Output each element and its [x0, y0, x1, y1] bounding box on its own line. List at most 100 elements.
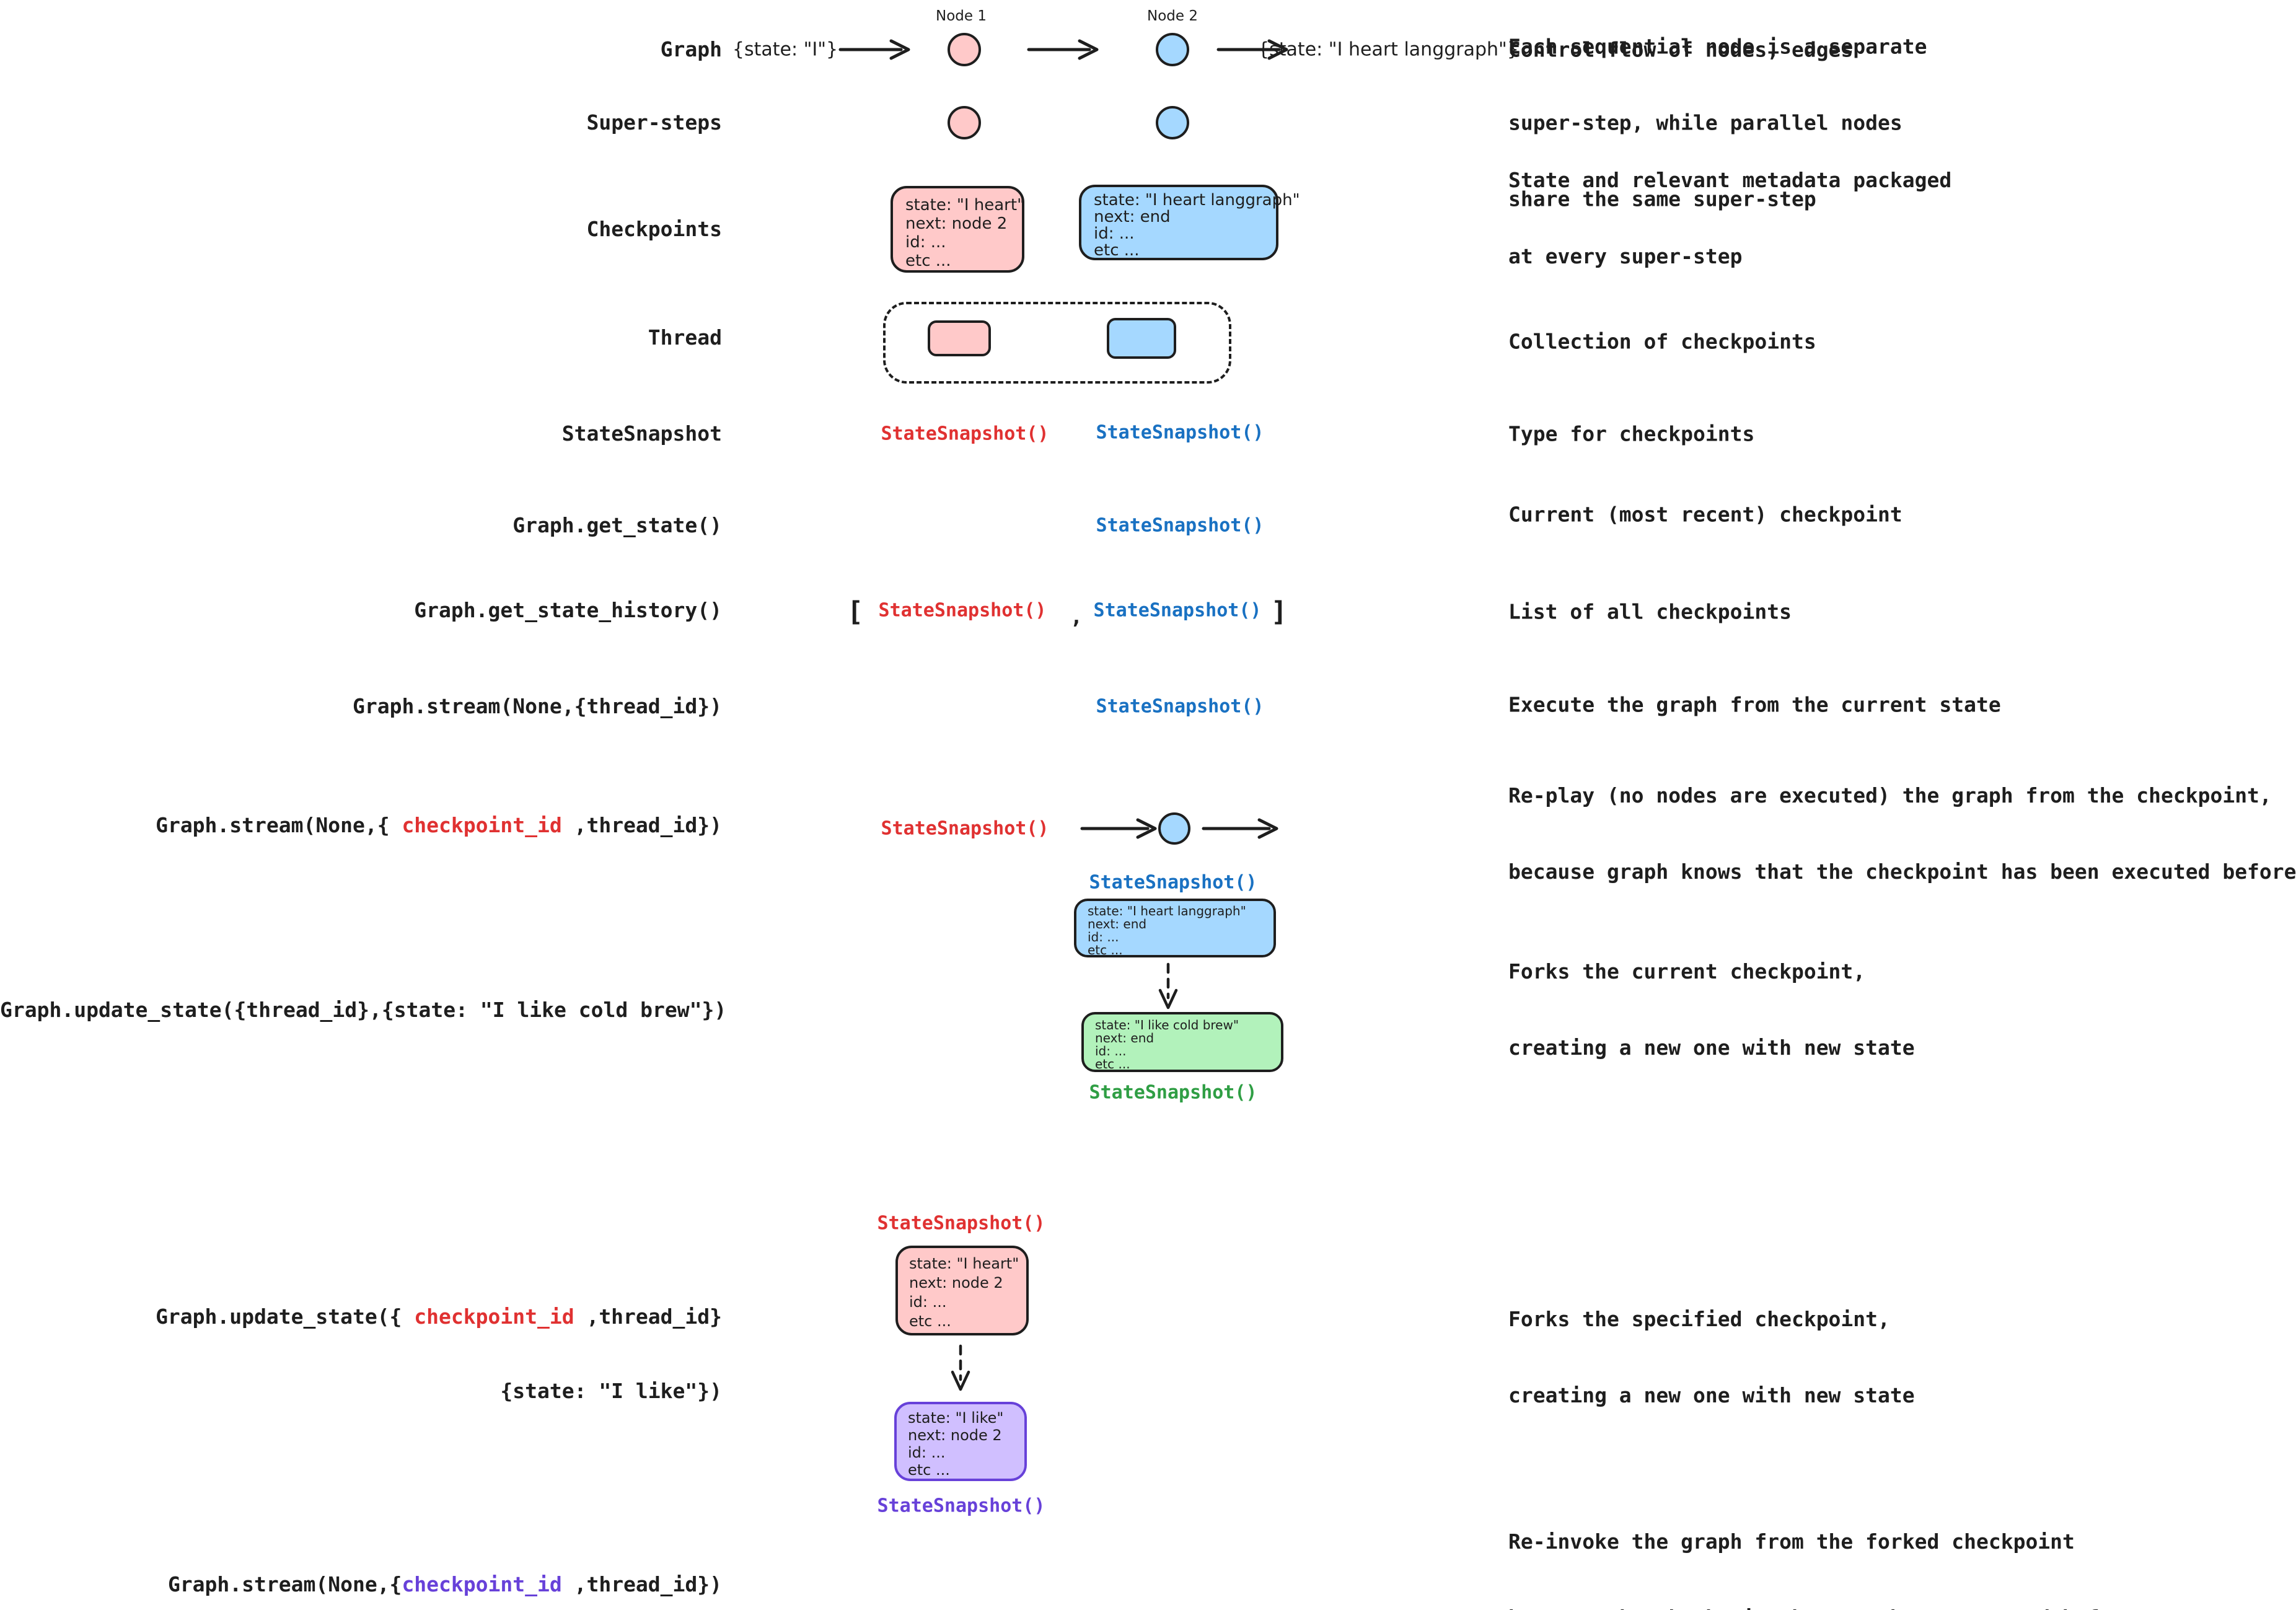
label-get-state: Graph.get_state()	[512, 513, 722, 537]
checkpoint-id-highlight: checkpoint_id	[402, 813, 562, 837]
node1-circle	[948, 33, 981, 66]
label-part: ,thread_id})	[561, 1572, 722, 1596]
box-line: etc ...	[905, 252, 951, 270]
desc-get-state-history: List of all checkpoints	[1508, 599, 1792, 624]
specified-pink-box: state: "I heart" next: node 2 id: ... et…	[895, 1246, 1029, 1335]
label-stream-checkpoint-id: Graph.stream(None,{ checkpoint_id ,threa…	[0, 813, 722, 838]
label-statesnapshot: StateSnapshot	[561, 421, 722, 446]
desc-line: at every super-step	[1508, 244, 1743, 268]
label-update-state-checkpoint: Graph.update_state({ checkpoint_id ,thre…	[0, 1255, 722, 1453]
node2-label: Node 2	[1147, 8, 1198, 24]
box-line: next: end	[1094, 208, 1171, 226]
thread-dashed-frame	[883, 302, 1231, 384]
statesnapshot-call-red: StateSnapshot()	[881, 423, 1049, 445]
desc-line: creating a new one with new state	[1508, 1036, 1915, 1060]
box-line: id: ...	[1088, 930, 1119, 944]
checkpoint-blue-box: state: "I heart langgraph" next: end id:…	[1079, 185, 1300, 260]
label-line-2: {state: "I like"})	[500, 1379, 722, 1403]
desc-line: Re-play (no nodes are executed) the grap…	[1508, 783, 2272, 807]
desc-line: creating a new one with new state	[1508, 1383, 1915, 1407]
label-line-1: Graph.update_state({ checkpoint_id ,thre…	[0, 1304, 722, 1329]
label-checkpoints: Checkpoints	[586, 217, 722, 241]
box-line: state: "I heart"	[909, 1255, 1019, 1272]
desc-replay: Re-play (no nodes are executed) the grap…	[1508, 732, 2296, 935]
label-part: Graph.stream(None,{	[156, 813, 402, 837]
label-get-state-history: Graph.get_state_history()	[414, 598, 722, 622]
box-line: state: "I heart langgraph"	[1088, 904, 1246, 918]
desc-get-state: Current (most recent) checkpoint	[1508, 502, 1902, 527]
replay-input-snapshot: StateSnapshot()	[881, 817, 1049, 840]
checkpoint-id-highlight: checkpoint_id	[402, 1572, 562, 1596]
desc-line: State and relevant metadata packaged	[1508, 168, 1952, 192]
desc-statesnapshot: Type for checkpoints	[1508, 421, 1755, 446]
box-line: id: ...	[1095, 1044, 1127, 1058]
box-line: state: "I like"	[908, 1409, 1004, 1427]
desc-super-steps: Each sequential node is a separate super…	[1508, 0, 1927, 263]
superstep1-circle	[948, 106, 981, 139]
list-close-bracket: ]	[1270, 596, 1288, 628]
desc-reinvoke: Re-invoke the graph from the forked chec…	[1508, 1478, 2136, 1610]
box-line: etc ...	[1088, 943, 1123, 957]
edge-arrow-icon	[1026, 36, 1101, 63]
box-line: id: ...	[909, 1293, 947, 1311]
box-line: etc ...	[1095, 1057, 1130, 1071]
label-super-steps: Super-steps	[586, 110, 722, 134]
desc-checkpoints: State and relevant metadata packaged at …	[1508, 117, 1951, 320]
label-graph: Graph	[660, 37, 722, 61]
box-line: etc ...	[909, 1313, 951, 1330]
node1-label: Node 1	[936, 8, 987, 24]
box-line: etc ...	[908, 1461, 950, 1479]
forked-purple-box: state: "I like" next: node 2 id: ... etc…	[894, 1402, 1027, 1481]
desc-line: super-step, while parallel nodes	[1508, 110, 1902, 135]
box-line: id: ...	[905, 233, 946, 252]
superstep2-circle	[1156, 106, 1189, 139]
fork-dashed-arrow-icon	[947, 1344, 974, 1397]
box-line: etc ...	[1094, 241, 1140, 260]
thread-blue-checkpoint	[1107, 318, 1176, 359]
thread-pink-checkpoint	[928, 320, 991, 356]
label-stream-forked: Graph.stream(None,{checkpoint_id ,thread…	[0, 1572, 722, 1597]
box-line: id: ...	[1094, 224, 1135, 243]
desc-stream: Execute the graph from the current state	[1508, 692, 2001, 717]
label-update-state-thread: Graph.update_state({thread_id},{state: "…	[0, 998, 727, 1022]
box-line: next: node 2	[908, 1427, 1002, 1444]
input-state-text: {state: "I"}	[732, 38, 838, 61]
label-stream-thread-id: Graph.stream(None,{thread_id})	[352, 694, 722, 718]
edge-arrow-icon	[1201, 815, 1282, 842]
forked-green-snapshot: StateSnapshot()	[1089, 1081, 1257, 1104]
label-part: Graph.update_state({	[156, 1304, 415, 1329]
box-line: next: node 2	[905, 214, 1008, 233]
node2-circle	[1156, 33, 1189, 66]
checkpoint-pink-box: state: "I heart" next: node 2 id: ... et…	[891, 186, 1024, 273]
desc-update-state: Forks the current checkpoint, creating a…	[1508, 908, 1915, 1111]
history-item-blue: StateSnapshot()	[1093, 599, 1262, 622]
box-line: id: ...	[908, 1444, 946, 1461]
edge-arrow-icon	[838, 36, 912, 63]
box-line: state: "I heart langgraph"	[1094, 191, 1300, 209]
box-line: next: node 2	[909, 1274, 1003, 1291]
list-comma: ,	[1070, 604, 1083, 629]
box-line: next: end	[1095, 1031, 1155, 1045]
replay-node-circle	[1158, 812, 1190, 845]
label-part: ,thread_id})	[561, 813, 722, 837]
edge-arrow-icon	[1216, 36, 1290, 63]
forked-purple-snapshot: StateSnapshot()	[877, 1495, 1045, 1517]
desc-line: because graph knows that the checkpoint …	[1508, 860, 2296, 884]
desc-line: Forks the specified checkpoint,	[1508, 1307, 1890, 1331]
replay-current-snapshot: StateSnapshot()	[1089, 871, 1257, 894]
desc-line: Each sequential node is a separate	[1508, 34, 1927, 59]
label-part: ,thread_id}	[574, 1304, 722, 1329]
stream-result: StateSnapshot()	[1096, 695, 1264, 718]
get-state-result: StateSnapshot()	[1096, 514, 1264, 537]
desc-update-state-checkpoint: Forks the specified checkpoint, creating…	[1508, 1256, 1915, 1459]
statesnapshot-call-blue: StateSnapshot()	[1096, 421, 1264, 444]
edge-arrow-icon	[1080, 815, 1160, 842]
desc-graph: Control flow of nodes, edges	[1508, 37, 1854, 62]
history-item-red: StateSnapshot()	[878, 599, 1047, 622]
box-line: state: "I heart"	[905, 196, 1025, 214]
specified-snapshot-label: StateSnapshot()	[877, 1212, 1045, 1234]
list-open-bracket: [	[847, 596, 864, 628]
fork-dashed-arrow-icon	[1155, 962, 1182, 1015]
output-state-text: {state: "I heart langgraph"}	[1257, 38, 1519, 61]
